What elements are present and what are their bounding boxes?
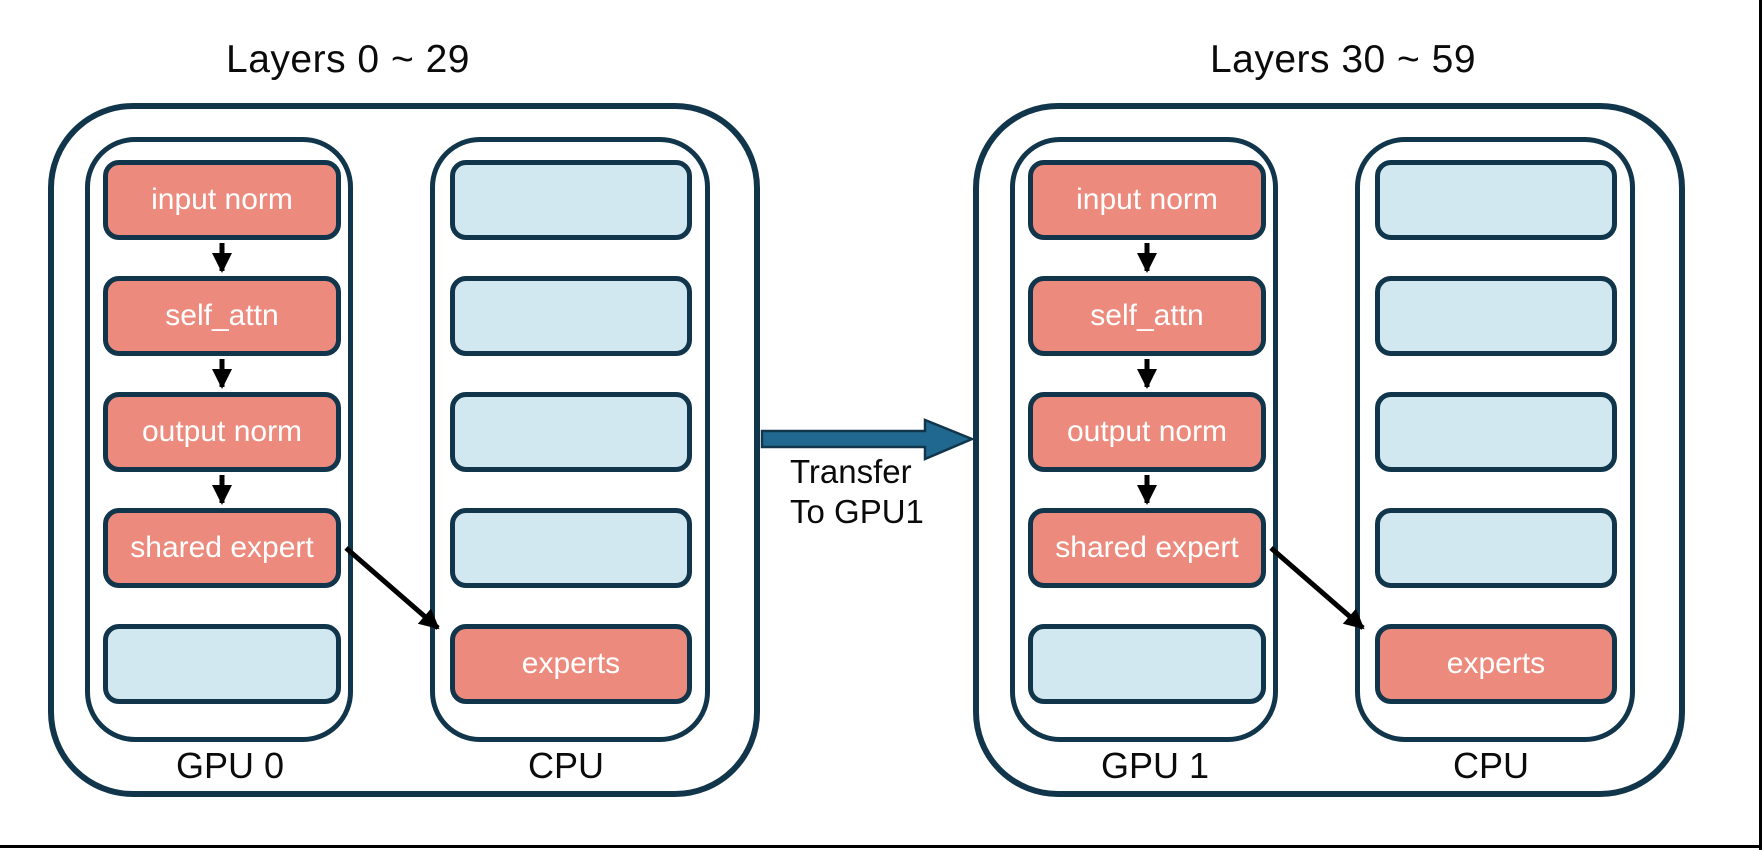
- canvas-bottom-edge: [0, 845, 1762, 848]
- group0-gpu-box-output-norm: output norm: [103, 392, 341, 472]
- group1-gpu-label: GPU 1: [1100, 745, 1210, 786]
- group0-gpu-label: GPU 0: [175, 745, 285, 786]
- group0-gpu-box-empty: [103, 624, 341, 704]
- group1-cpu-box-empty-3: [1375, 392, 1617, 472]
- group0-cpu-label: CPU: [527, 745, 605, 786]
- group1-cpu-label: CPU: [1452, 745, 1530, 786]
- group1-cpu-box-empty-1: [1375, 160, 1617, 240]
- group0-cpu-box-empty-1: [450, 160, 692, 240]
- group1-cpu-box-experts: experts: [1375, 624, 1617, 704]
- group1-gpu-box-shared-expert: shared expert: [1028, 508, 1266, 588]
- group1-gpu-box-output-norm: output norm: [1028, 392, 1266, 472]
- group0-gpu-box-self-attn: self_attn: [103, 276, 341, 356]
- group0-cpu-box-empty-3: [450, 392, 692, 472]
- group0-cpu-box-empty-2: [450, 276, 692, 356]
- group0-cpu-box-experts: experts: [450, 624, 692, 704]
- group1-gpu-box-self-attn: self_attn: [1028, 276, 1266, 356]
- group0-title: Layers 0 ~ 29: [226, 38, 470, 81]
- group0-cpu-box-empty-4: [450, 508, 692, 588]
- group1-cpu-box-empty-4: [1375, 508, 1617, 588]
- canvas-right-edge: [1759, 0, 1762, 850]
- group1-gpu-box-empty: [1028, 624, 1266, 704]
- transfer-label: Transfer To GPU1: [790, 452, 924, 532]
- group1-gpu-box-input-norm: input norm: [1028, 160, 1266, 240]
- group1-cpu-box-empty-2: [1375, 276, 1617, 356]
- group0-gpu-box-shared-expert: shared expert: [103, 508, 341, 588]
- transfer-label-line2: To GPU1: [790, 493, 924, 530]
- transfer-label-line1: Transfer: [790, 453, 912, 490]
- group1-title: Layers 30 ~ 59: [1209, 38, 1477, 81]
- group0-gpu-box-input-norm: input norm: [103, 160, 341, 240]
